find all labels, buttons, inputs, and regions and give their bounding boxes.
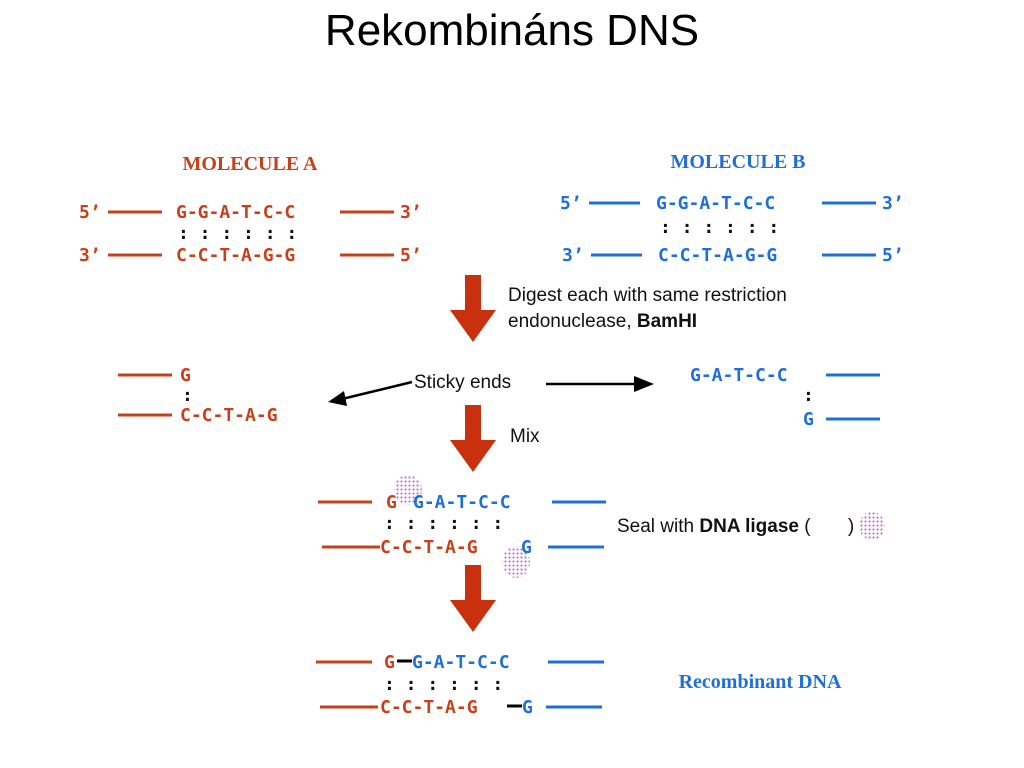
molecule-a-top-sequence: G-G-A-T-C-C (176, 202, 295, 223)
molecule-b-bottom-5-label: 5’ (882, 245, 904, 266)
molecule-b-title: MOLECULE B (670, 151, 805, 173)
molecule-a: MOLECULE A 5’ G-G-A-T-C-C 3’ : : : : : :… (79, 153, 422, 266)
mixed-top-base-a: G (386, 492, 397, 513)
sticky-ends-label: Sticky ends (414, 372, 511, 393)
molecule-a-base-pairs: : : : : : : (178, 223, 297, 244)
mixed-base-pairs: : : : : : : (384, 513, 503, 534)
molecule-a-bottom-5-label: 5’ (400, 245, 422, 266)
seal-arrow (450, 565, 496, 632)
mixed-top-sequence-b: G-A-T-C-C (413, 492, 511, 513)
recombinant-base-pairs: : : : : : : (384, 674, 503, 695)
sticky-end-a: G : C-C-T-A-G (118, 365, 278, 426)
mixed-bottom-base-b: G (521, 537, 532, 558)
molecule-b-top-3-label: 3’ (882, 193, 904, 214)
digest-text-line2: endonuclease, BamHI (508, 311, 697, 332)
recombinant-top-sequence-b: G-A-T-C-C (412, 652, 510, 673)
bamhi-label: BamHI (637, 311, 697, 332)
mixed-bottom-sequence-a: C-C-T-A-G (380, 537, 478, 558)
molecule-a-title: MOLECULE A (182, 153, 318, 175)
molecule-a-top-5-label: 5’ (79, 202, 101, 223)
recombinant-bottom-base-b: G (522, 697, 533, 718)
digest-text-line1: Digest each with same restriction (508, 285, 787, 306)
molecule-a-bottom-sequence: C-C-T-A-G-G (176, 245, 295, 266)
molecule-b-base-pairs: : : : : : : (660, 217, 779, 238)
mix-arrow (450, 405, 496, 472)
ligase-blob-bottom (502, 546, 530, 578)
sticky-end-b: G-A-T-C-C : G (690, 365, 880, 430)
sticky-a-pair: : (182, 385, 193, 406)
digest-arrow (450, 275, 496, 342)
sticky-b-bottom-base: G (803, 409, 814, 430)
mixed-molecule: G G-A-T-C-C : : : : : : C-C-T-A-G G (318, 475, 606, 578)
molecule-a-top-3-label: 3’ (400, 202, 422, 223)
sticky-b-top-sequence: G-A-T-C-C (690, 365, 788, 386)
molecule-a-bottom-3-label: 3’ (79, 245, 101, 266)
sticky-b-pair: : (803, 385, 814, 406)
recombinant-dna-label: Recombinant DNA (679, 671, 842, 693)
recombinant-bottom-sequence-a: C-C-T-A-G (380, 697, 478, 718)
slide-title: Rekombináns DNS (324, 6, 700, 55)
ligase-legend-icon (859, 512, 885, 540)
recombinant-molecule: G G-A-T-C-C : : : : : : C-C-T-A-G G (316, 652, 604, 718)
molecule-b-bottom-3-label: 3’ (562, 245, 584, 266)
ligase-blob-top (394, 475, 422, 505)
molecule-b-top-sequence: G-G-A-T-C-C (656, 193, 775, 214)
sticky-arrow-left-shaft (341, 380, 413, 401)
dna-ligase-label: DNA ligase (699, 516, 799, 537)
recombinant-top-base-a: G (384, 652, 395, 673)
sticky-a-bottom-sequence: C-C-T-A-G (180, 405, 278, 426)
molecule-b: MOLECULE B 5’ G-G-A-T-C-C 3’ : : : : : :… (560, 151, 904, 266)
molecule-b-top-5-label: 5’ (560, 193, 582, 214)
sticky-a-top-base: G (180, 365, 191, 386)
sticky-arrow-right-head (634, 376, 654, 392)
mix-label: Mix (510, 426, 540, 447)
molecule-b-bottom-sequence: C-C-T-A-G-G (658, 245, 777, 266)
seal-text: Seal with DNA ligase ( ) (617, 516, 854, 537)
sticky-arrow-left-head (328, 391, 347, 406)
